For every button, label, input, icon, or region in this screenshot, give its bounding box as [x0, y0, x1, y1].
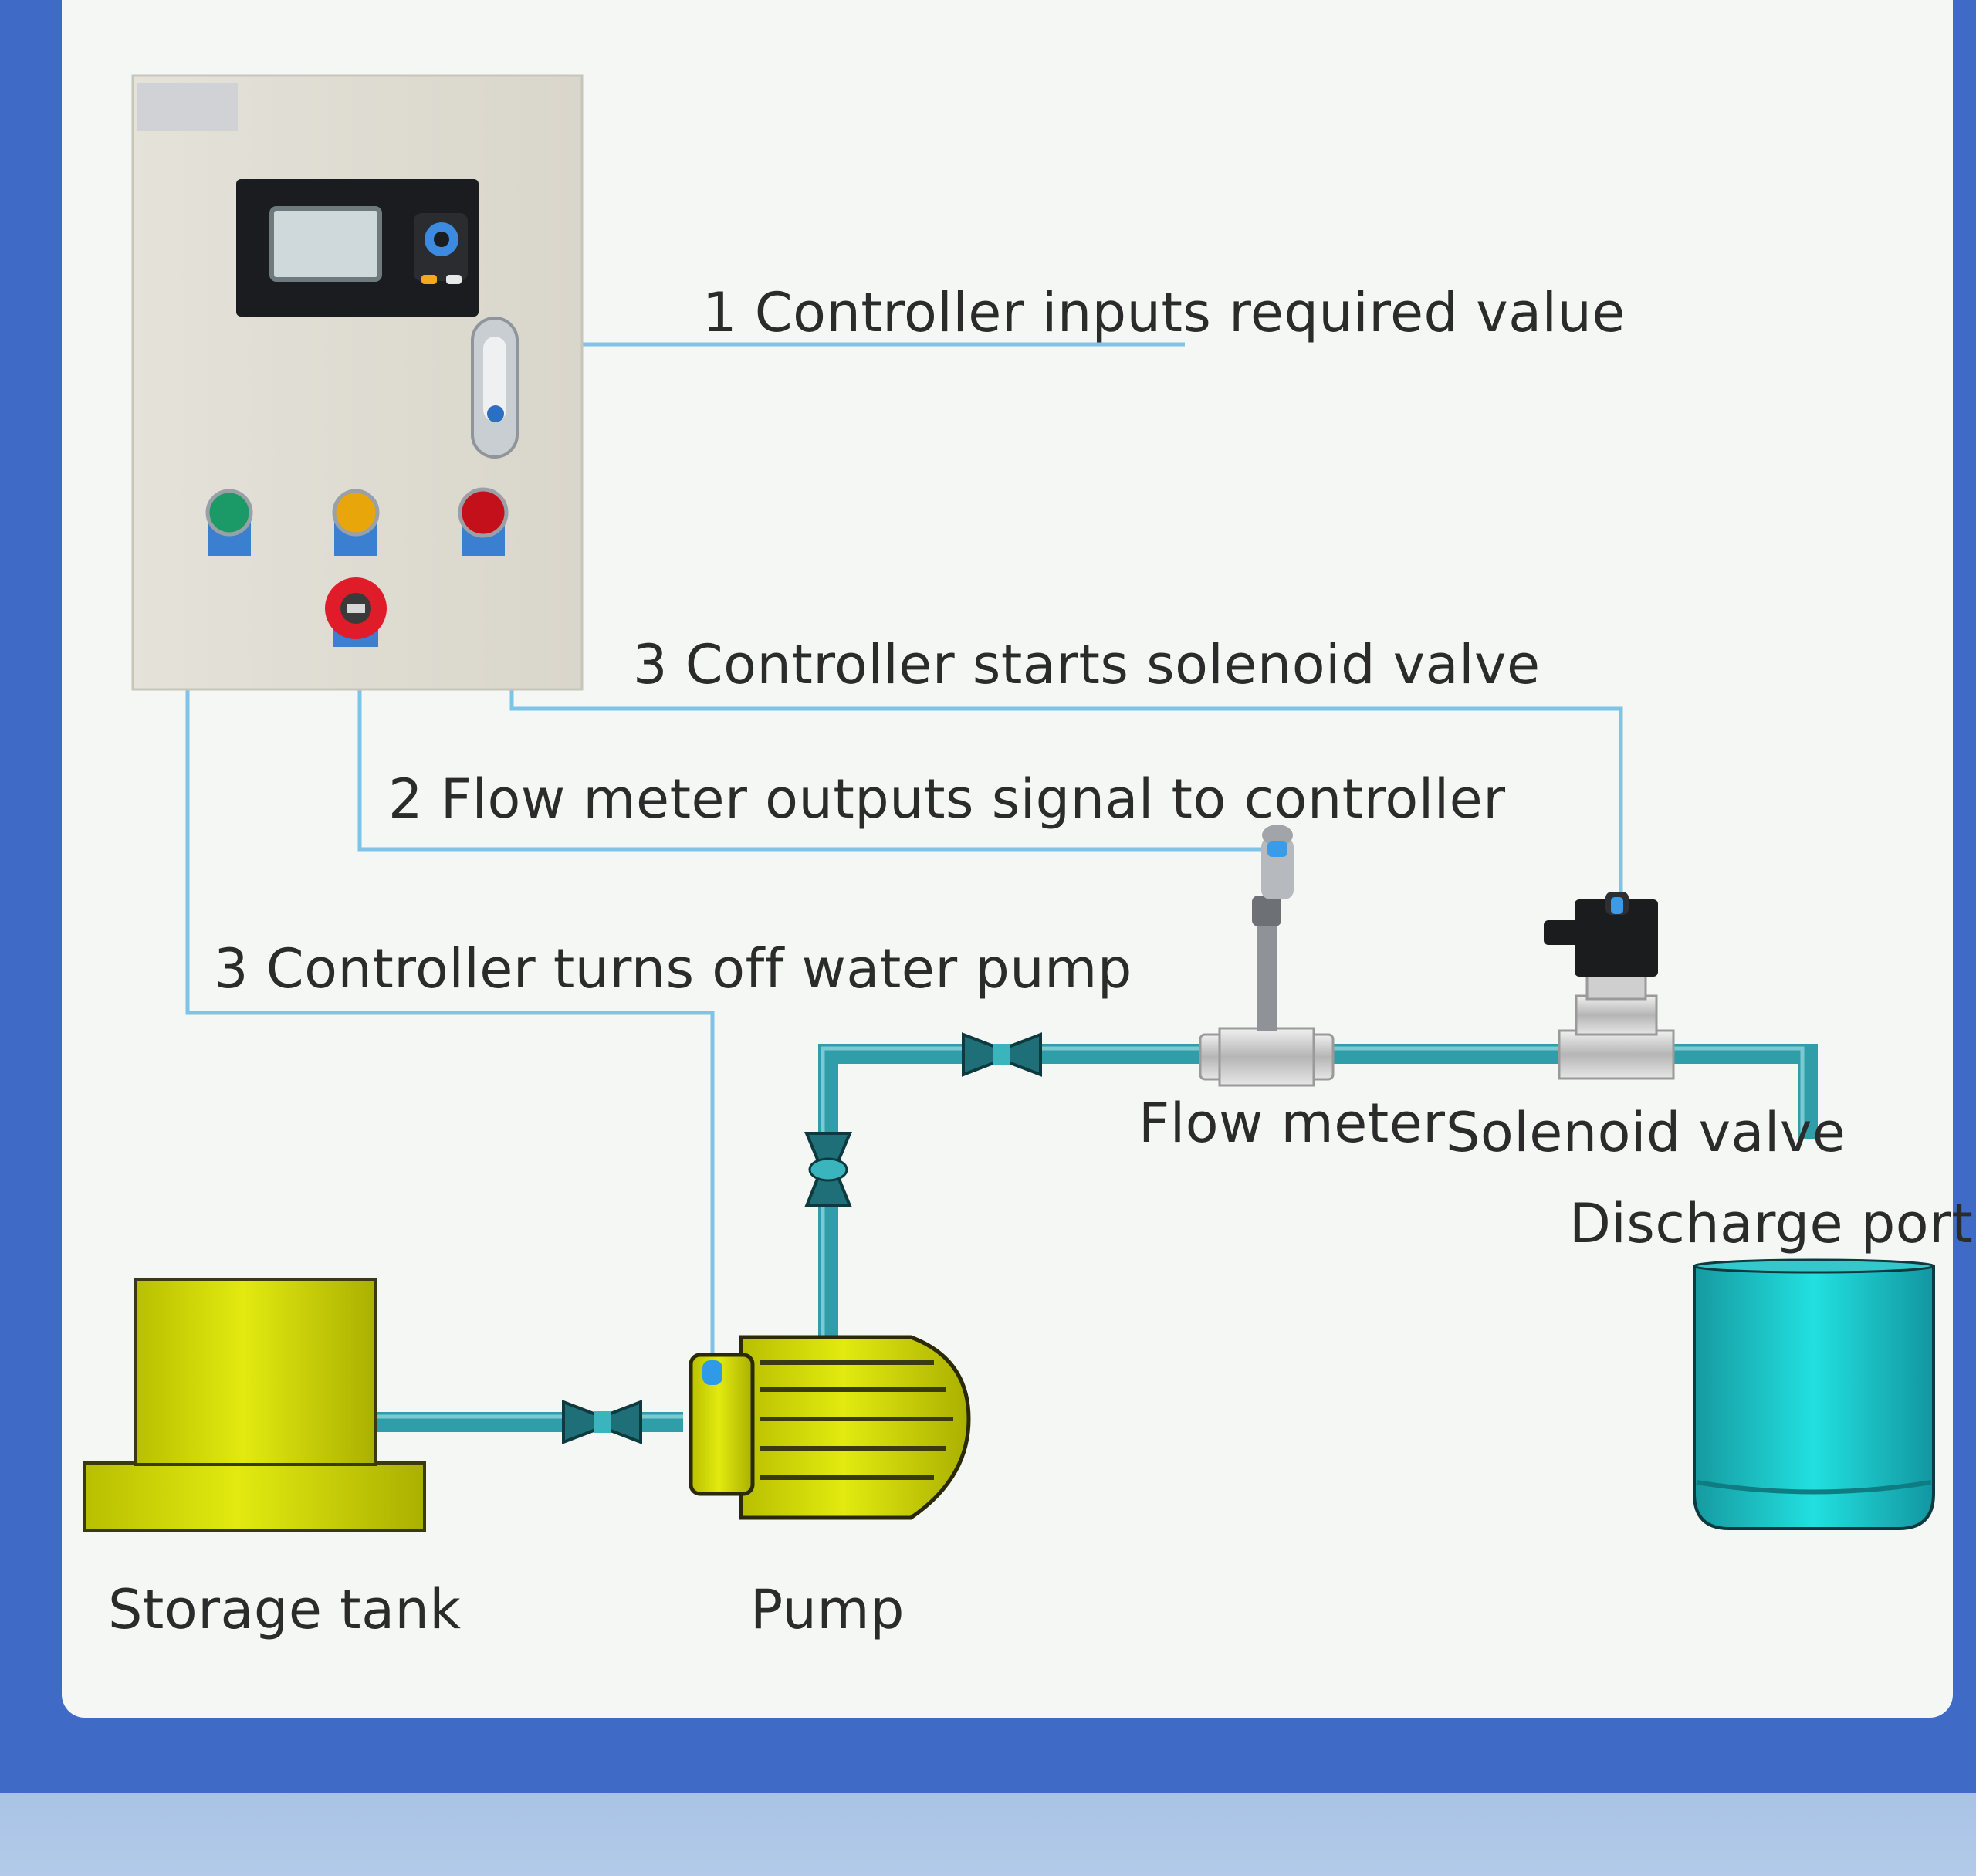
signal-label-step3-pump: 3 Controller turns off water pump	[214, 937, 1132, 1001]
signal-label-step3-valve: 3 Controller starts solenoid valve	[633, 633, 1541, 696]
flow-meter-label: Flow meter	[1139, 1092, 1446, 1155]
bottom-band	[0, 1793, 1976, 1876]
signal-line-pump	[185, 689, 715, 1366]
indicator-lamp-green-icon	[205, 489, 253, 556]
solenoid-valve-icon	[1544, 892, 1675, 1080]
indicator-lamp-red-icon	[458, 487, 509, 556]
door-handle-icon	[471, 317, 519, 459]
discharge-bucket-icon	[1693, 1258, 1935, 1530]
storage-tank-label: Storage tank	[108, 1578, 462, 1641]
pump-label: Pump	[750, 1578, 905, 1641]
pump-icon	[689, 1335, 971, 1520]
hand-valve-vertical-icon	[804, 1132, 852, 1207]
signal-line-solenoid	[509, 689, 1623, 899]
solenoid-valve-label: Solenoid valve	[1446, 1101, 1846, 1164]
control-cabinet-icon	[131, 74, 584, 691]
flow-meter-icon	[1199, 825, 1335, 1087]
signal-label-step1: 1 Controller inputs required value	[702, 281, 1626, 344]
signal-line-flowmeter	[357, 689, 1277, 852]
lcd-display-icon	[236, 179, 479, 317]
signal-label-step2: 2 Flow meter outputs signal to controlle…	[388, 767, 1506, 831]
emergency-stop-icon	[325, 577, 387, 647]
hand-valve-tank-icon	[562, 1400, 642, 1444]
hand-valve-horizontal-icon	[962, 1032, 1042, 1077]
signal-lines	[185, 342, 1623, 1366]
indicator-lamp-yellow-icon	[332, 489, 380, 556]
discharge-port-label: Discharge port	[1569, 1192, 1974, 1255]
storage-tank-icon	[83, 1278, 426, 1532]
